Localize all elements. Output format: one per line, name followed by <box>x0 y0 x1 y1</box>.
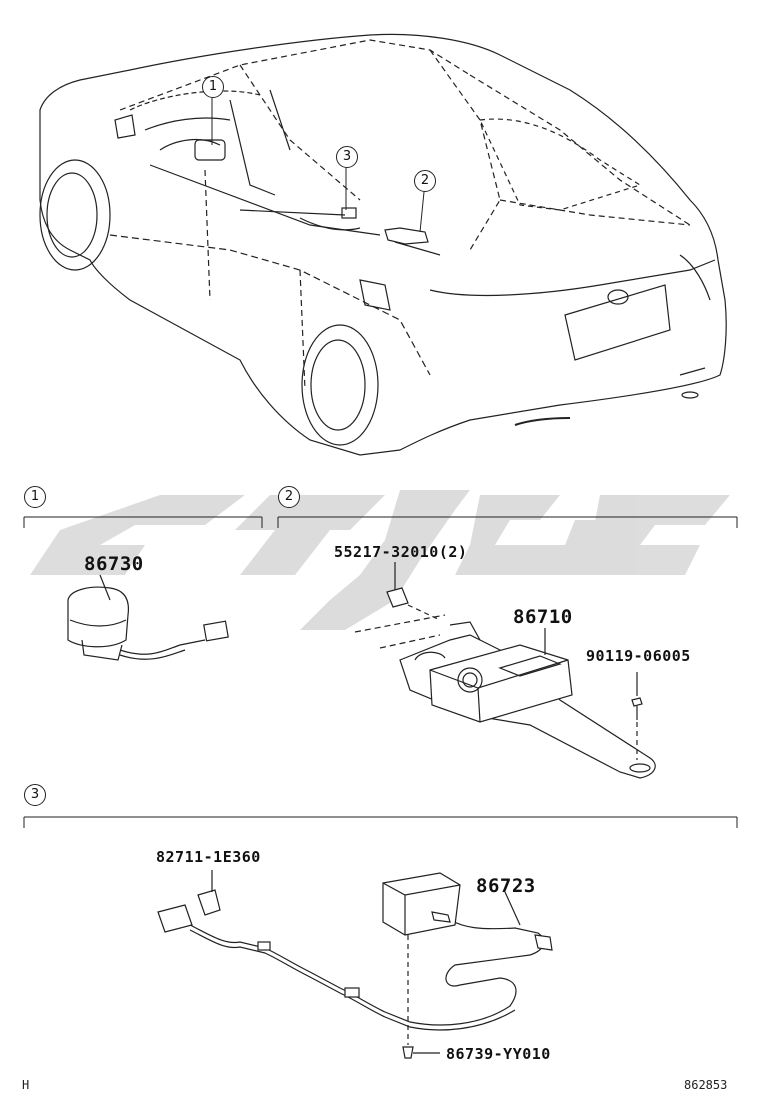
watermark-logo <box>30 490 730 630</box>
part-label-86730[interactable]: 86730 <box>84 553 144 575</box>
part-label-86723[interactable]: 86723 <box>476 875 536 897</box>
car-callout-2: 2 <box>414 170 436 192</box>
car-callout-1: 1 <box>202 76 224 98</box>
section-2-number: 2 <box>278 486 300 508</box>
footer-left-code: H <box>22 1078 30 1092</box>
section-3-number: 3 <box>24 784 46 806</box>
part-label-82711[interactable]: 82711-1E360 <box>156 848 261 866</box>
car-callout-3: 3 <box>336 146 358 168</box>
part-86730-drawing <box>67 574 229 661</box>
part-label-55217[interactable]: 55217-32010(2) <box>334 543 468 561</box>
part-86710-drawing <box>354 562 656 779</box>
section-frames <box>23 516 738 828</box>
part-label-86710[interactable]: 86710 <box>513 606 573 628</box>
footer-diagram-number: 862853 <box>684 1078 728 1092</box>
car-callout-leaders <box>211 98 425 233</box>
part-label-86739[interactable]: 86739-YY010 <box>446 1045 551 1063</box>
part-harness-drawing <box>157 870 553 1059</box>
car-illustration <box>39 33 727 456</box>
section-1-number: 1 <box>24 486 46 508</box>
part-label-90119[interactable]: 90119-06005 <box>586 647 691 665</box>
